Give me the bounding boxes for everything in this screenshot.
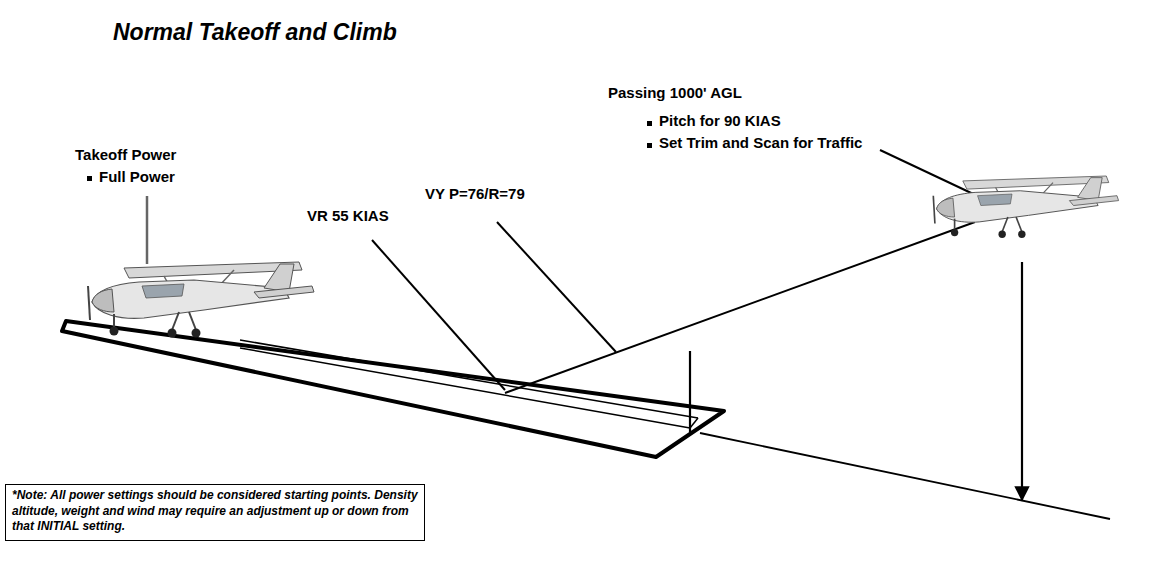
- leader-line: [372, 240, 505, 390]
- note-box: *Note: All power settings should be cons…: [5, 484, 425, 541]
- altitude-arrow: [1021, 262, 1023, 500]
- callout-label: Pitch for 90 KIAS: [659, 112, 781, 129]
- callout-label: Full Power: [99, 168, 175, 185]
- leader-line: [497, 222, 616, 352]
- title: Normal Takeoff and Climb: [113, 19, 397, 46]
- airplane: [933, 176, 1118, 238]
- note-text: *Note: All power settings should be cons…: [12, 488, 418, 535]
- callout-label: Takeoff Power: [75, 146, 176, 163]
- runway: [62, 321, 724, 457]
- height-line: [689, 351, 691, 432]
- bullet: [647, 121, 652, 126]
- bullet: [647, 143, 652, 148]
- ground-line: [700, 433, 1110, 519]
- airplane: [88, 262, 314, 338]
- leader-line: [146, 196, 149, 264]
- callout-label: Set Trim and Scan for Traffic: [659, 134, 862, 151]
- callout-label: VR 55 KIAS: [307, 207, 389, 224]
- bullet: [87, 176, 92, 181]
- callout-label: Passing 1000' AGL: [608, 84, 742, 101]
- callout-label: VY P=76/R=79: [425, 185, 525, 202]
